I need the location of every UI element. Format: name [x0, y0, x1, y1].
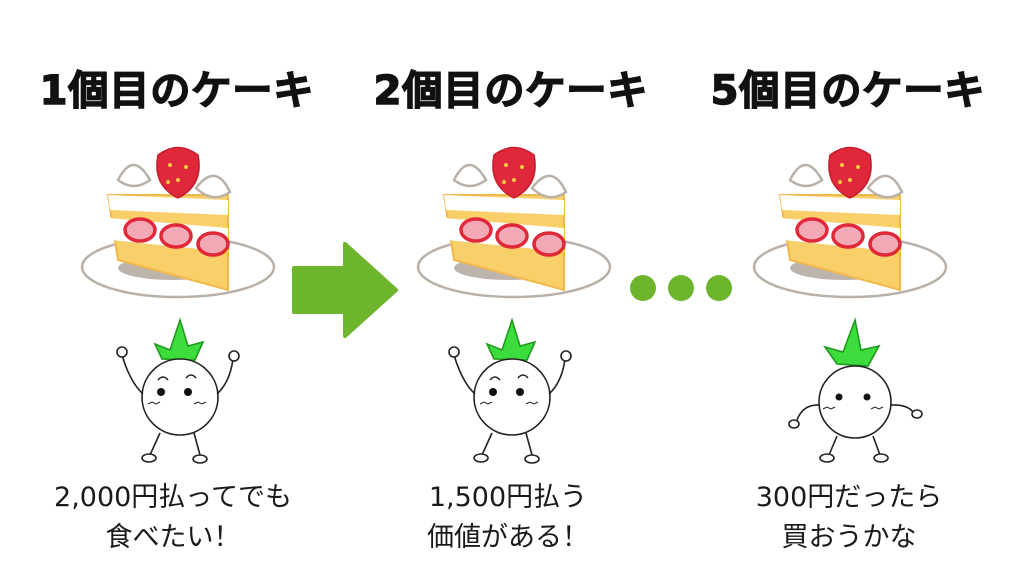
caption-line-1: 1,500円払う	[428, 482, 588, 513]
panel-2-title: 2個目のケーキ	[373, 67, 649, 115]
character-2-arms-raised	[448, 317, 572, 464]
caption-line-2: 価値がある！	[427, 522, 589, 553]
caption-line-1: 2,000円払ってでも	[54, 482, 292, 513]
cake-illustration-3	[752, 146, 948, 299]
panel-3-title: 5個目のケーキ	[710, 67, 986, 115]
caption-line-1: 300円だったら	[755, 482, 943, 513]
turnip-character-icon	[788, 317, 923, 463]
cake-illustration-1	[80, 146, 276, 299]
cake-icon	[416, 146, 612, 299]
cake-icon	[752, 146, 948, 299]
ellipsis-dots-icon	[630, 275, 732, 301]
turnip-character-icon	[448, 317, 572, 464]
character-3-arms-down	[788, 317, 923, 463]
cake-icon	[80, 146, 276, 299]
right-arrow-icon	[292, 242, 398, 338]
cake-illustration-2	[416, 146, 612, 299]
caption-line-2: 食べたい！	[105, 522, 241, 553]
turnip-character-icon	[116, 317, 240, 464]
panel-1-caption: 2,000円払ってでも 食べたい！	[23, 478, 323, 558]
character-1-arms-raised	[116, 317, 240, 464]
panel-3-caption: 300円だったら 買おうかな	[699, 478, 999, 558]
panel-2-caption: 1,500円払う 価値がある！	[358, 478, 658, 558]
panel-1-title: 1個目のケーキ	[39, 67, 315, 115]
caption-line-2: 買おうかな	[781, 522, 917, 553]
